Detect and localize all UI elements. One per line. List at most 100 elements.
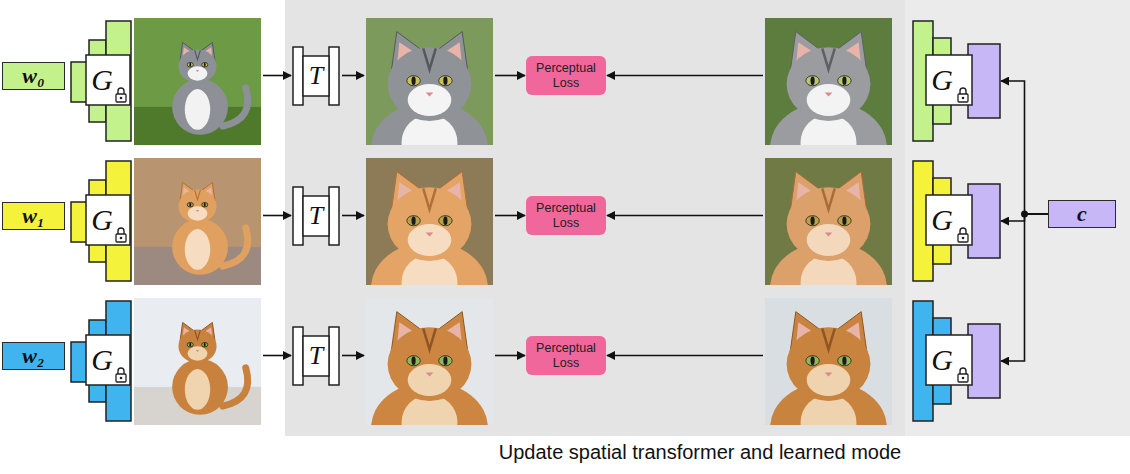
flow-arrow	[607, 215, 763, 217]
flow-arrow	[342, 215, 364, 217]
cat-eye	[187, 62, 193, 67]
cat-pupil	[189, 63, 191, 67]
cat-nose	[196, 210, 199, 212]
latent-code-box: w₀	[2, 62, 65, 90]
cat-pupil	[189, 203, 191, 207]
cat-photo	[134, 18, 261, 145]
cat-pupil	[443, 356, 447, 364]
cat-photo	[134, 298, 261, 425]
latent-code-box: w₂	[2, 342, 65, 370]
transformer-layer	[329, 187, 339, 245]
cat-eye	[202, 342, 208, 347]
cat-pupil	[443, 216, 447, 224]
cat-pupil	[411, 76, 415, 84]
cat-pupil	[842, 76, 846, 84]
mode-layer	[968, 324, 1000, 398]
frozen-generator: G	[70, 20, 132, 142]
transformer-label: T	[309, 343, 323, 369]
photo-background	[134, 18, 261, 145]
lock-shackle	[118, 228, 124, 234]
loss-label: Perceptual Loss	[536, 201, 596, 230]
generator-label: G	[87, 345, 117, 375]
lock-body	[116, 374, 126, 382]
cat-chest	[185, 229, 210, 270]
node-shape	[912, 20, 1001, 142]
cat-nose	[196, 350, 199, 352]
latent-code-box: w₁	[2, 202, 65, 230]
cat-head	[787, 47, 871, 121]
cat-eye	[407, 356, 420, 366]
generator-block	[926, 55, 972, 105]
cat-eye	[838, 76, 851, 86]
flow-arrow	[263, 75, 291, 77]
conditioned-generator: G	[912, 300, 1001, 422]
cat-eye	[439, 76, 452, 86]
transformer-layer	[329, 47, 339, 105]
cat-head	[178, 329, 216, 363]
generator-block	[926, 195, 972, 245]
cat-pupil	[204, 63, 206, 67]
cat-head	[388, 47, 472, 121]
cat-body	[172, 359, 228, 415]
cat-head	[178, 189, 216, 223]
cat-stripe	[423, 328, 436, 349]
cat-pupil	[810, 356, 814, 364]
photo-background	[134, 298, 261, 425]
transformer-layer	[293, 187, 303, 245]
cat-nose	[825, 232, 833, 236]
cat-muzzle	[188, 66, 208, 80]
mode-layer	[968, 184, 1000, 258]
cat-muzzle	[807, 84, 851, 116]
lock-keyhole	[120, 97, 123, 100]
cat-head	[787, 327, 871, 401]
transformer-layer	[303, 56, 329, 96]
cat-pupil	[204, 343, 206, 347]
lock-keyhole	[962, 97, 965, 100]
cat-nose	[825, 92, 833, 96]
cat-photo	[765, 298, 892, 425]
cat-pupil	[204, 203, 206, 207]
flow-arrow	[263, 215, 291, 217]
generator-block	[86, 195, 130, 245]
flow-arrow	[495, 355, 525, 357]
transformer-layer	[293, 327, 303, 385]
flow-arrow	[495, 215, 525, 217]
cat-pupil	[443, 76, 447, 84]
cat-muzzle	[807, 224, 851, 256]
cat-head	[787, 187, 871, 261]
cat-nose	[426, 232, 434, 236]
cat-stripe	[195, 50, 201, 60]
transformer-layer	[293, 47, 303, 105]
cat-head	[388, 187, 472, 261]
caption-holder: Update spatial transformer and learned m…	[499, 441, 901, 464]
cat-nose	[196, 70, 199, 72]
lock-keyhole	[962, 237, 965, 240]
lock-keyhole	[962, 377, 965, 380]
conditioned-generator: G	[912, 20, 1001, 142]
lock-keyhole	[120, 237, 123, 240]
cat-eye	[407, 76, 420, 86]
transformer-layer	[329, 327, 339, 385]
lock-shackle	[118, 368, 124, 374]
cat-photo	[765, 18, 892, 145]
generator-block	[86, 55, 130, 105]
cat-photo	[366, 298, 493, 425]
training-panel	[285, 0, 905, 436]
cat-eye	[806, 76, 819, 86]
flow-arrow	[607, 355, 763, 357]
latent-code-label: w₀	[22, 65, 44, 87]
cat-muzzle	[408, 84, 452, 116]
cat-eye	[838, 356, 851, 366]
cat-nose	[825, 372, 833, 376]
cat-muzzle	[408, 224, 452, 256]
cat-pupil	[842, 216, 846, 224]
cat-head	[388, 327, 472, 401]
spatial-transformer: T	[292, 46, 340, 106]
cat-pupil	[189, 343, 191, 347]
flow-arrow	[342, 355, 364, 357]
cat-stripe	[822, 328, 835, 349]
cat-eye	[439, 356, 452, 366]
transformer-layer	[303, 336, 329, 376]
cat-eye	[407, 216, 420, 226]
